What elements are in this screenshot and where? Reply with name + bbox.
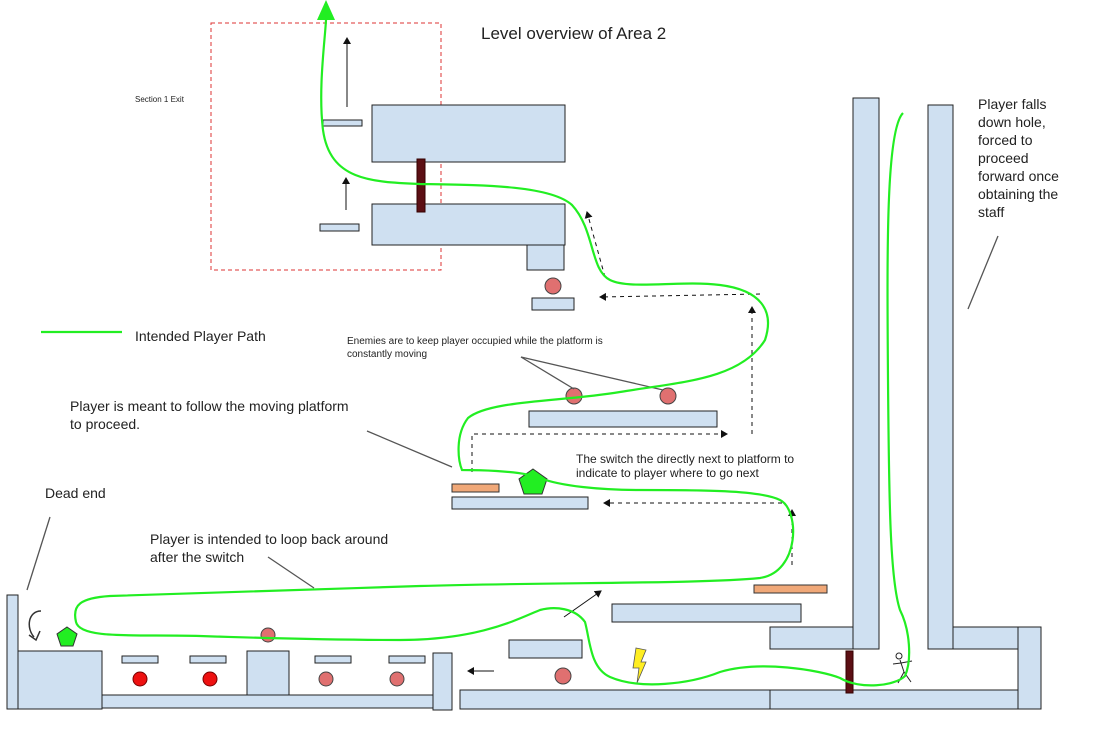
note-line: forward once (978, 168, 1059, 184)
up-right-arrow (563, 590, 602, 618)
floor (769, 689, 1019, 710)
enemies-note: Enemies are to keep player occupied whil… (347, 335, 603, 361)
wall (852, 97, 880, 650)
platform (952, 626, 1020, 650)
note-line: Player is intended to loop back around (150, 531, 389, 547)
platform (17, 650, 103, 710)
enemy (565, 387, 583, 405)
door (845, 650, 854, 694)
annotation-line (520, 356, 575, 390)
wall (1017, 626, 1042, 710)
platform (388, 655, 426, 664)
door (416, 158, 426, 213)
note-line: proceed (978, 150, 1029, 166)
platform (246, 650, 290, 696)
curved-arrowhead (28, 630, 41, 642)
legend-label: Intended Player Path (135, 328, 266, 344)
annotation-line (967, 235, 999, 310)
curved-arrow-icon (28, 610, 42, 638)
platform (121, 655, 159, 664)
wall (6, 594, 19, 710)
path-arrowhead (317, 0, 335, 20)
annotation-line (520, 356, 664, 391)
platform (611, 603, 802, 623)
note-line: to proceed. (70, 416, 141, 432)
platform (531, 297, 575, 311)
moving-path (584, 211, 606, 278)
platform (371, 203, 566, 246)
moving-platform-note: Player is meant to follow the moving pla… (70, 397, 349, 433)
switch (451, 483, 500, 493)
note-line: The switch the directly next to platform… (576, 452, 795, 466)
moving-path (599, 292, 761, 301)
note-line: after the switch (150, 549, 245, 565)
enemy (544, 277, 562, 295)
lightning-icon (632, 647, 647, 684)
platform (319, 223, 360, 232)
enemy (132, 671, 148, 687)
enemy (260, 627, 276, 643)
note-line: Player falls (978, 96, 1047, 112)
platform (451, 496, 589, 510)
moving-path (471, 430, 728, 472)
switch (753, 584, 828, 594)
note-line: constantly moving (347, 349, 428, 360)
enemy (318, 671, 334, 687)
switch-note: The switch the directly next to platform… (576, 452, 794, 480)
platform (371, 104, 566, 163)
wall (927, 104, 954, 650)
pentagon-pickup (56, 626, 78, 647)
platform (528, 410, 718, 428)
note-line: Player is meant to follow the moving pla… (70, 398, 349, 414)
wall (432, 652, 453, 711)
floor (459, 689, 771, 710)
enemy (554, 667, 572, 685)
platform (189, 655, 227, 664)
annotation-line (366, 430, 453, 468)
page-title: Level overview of Area 2 (481, 24, 667, 43)
platform (322, 119, 363, 127)
platform (314, 655, 352, 664)
enemy (202, 671, 218, 687)
platform (526, 244, 565, 271)
enemy (389, 671, 405, 687)
annotation-line (26, 516, 51, 591)
platform (508, 639, 583, 659)
note-line: Enemies are to keep player occupied whil… (347, 336, 603, 347)
section-exit-label: Section 1 Exit (135, 95, 184, 104)
annotation-line (267, 556, 315, 589)
note-line: obtaining the (978, 186, 1059, 202)
note-line: forced to (978, 132, 1033, 148)
platform (769, 626, 854, 650)
note-line: indicate to player where to go next (576, 466, 759, 480)
dead-end-label: Dead end (45, 485, 106, 501)
loop-back-note: Player is intended to loop back around a… (150, 530, 388, 566)
note-line: down hole, (978, 114, 1046, 130)
player-falls-note: Player falls down hole, forced to procee… (978, 95, 1059, 221)
floor (101, 694, 434, 709)
intended-player-path (73, 19, 911, 687)
note-line: staff (978, 204, 1005, 220)
enemy (659, 387, 677, 405)
